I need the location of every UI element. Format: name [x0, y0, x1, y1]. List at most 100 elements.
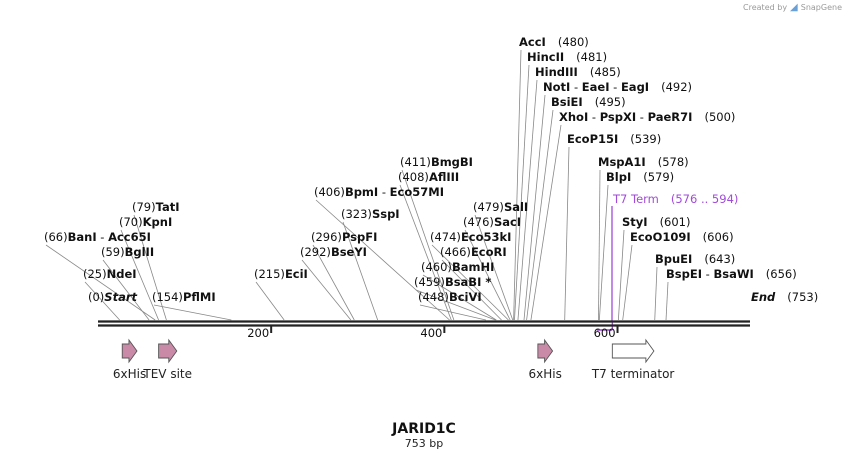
snapgene-logo-icon: ◢ — [790, 2, 798, 13]
name-separator: - — [570, 80, 581, 94]
site-label-mspa1i: MspA1I(578) — [598, 155, 689, 169]
site-position: (296) — [311, 230, 342, 244]
enzyme-name: Start — [104, 290, 137, 304]
site-leader-line — [45, 244, 156, 321]
site-leader-line — [513, 49, 522, 321]
feature-range-coords: (576 .. 594) — [671, 192, 739, 206]
site-label-styi: StyI(601) — [622, 215, 691, 229]
site-position: (448) — [418, 290, 449, 304]
site-label-bani: (66)BanI - Acc65I — [44, 230, 151, 244]
feature-arrow-6xhis — [537, 338, 554, 364]
site-leader-line — [133, 214, 167, 321]
name-separator: - — [702, 267, 713, 281]
site-lines — [45, 49, 669, 331]
site-label-acci: AccI (480) — [519, 35, 589, 49]
feature-label: TEV site — [142, 367, 192, 381]
enzyme-name: BmgBI — [431, 155, 473, 169]
name-separator: - — [609, 80, 620, 94]
snapgene-watermark: Created by ◢ SnapGene — [743, 2, 842, 13]
dna-backbone — [98, 320, 750, 327]
site-leader-line — [120, 229, 159, 321]
site-label-bglii: (59)BglII — [101, 245, 154, 259]
enzyme-name: PaeR7I — [648, 110, 693, 124]
site-label-bpuei: BpuEI (643) — [655, 252, 735, 266]
site-leader-line — [665, 281, 669, 321]
enzyme-name: AflIII — [429, 170, 459, 184]
site-leader-line — [464, 229, 511, 321]
name-separator: - — [378, 185, 389, 199]
site-position: (539) — [630, 132, 661, 146]
site-position: (480) — [558, 35, 589, 49]
enzyme-name: BsaWI — [713, 267, 753, 281]
site-position: (66) — [44, 230, 68, 244]
site-label-noti: NotI - EaeI - EagI(492) — [543, 80, 692, 94]
enzyme-name: SacI — [494, 215, 521, 229]
site-label-bseyi: (292)BseYI — [300, 245, 367, 259]
site-label-ecoo109i: EcoO109I(606) — [630, 230, 734, 244]
site-position: (292) — [300, 245, 331, 259]
site-label-xhoi: XhoI - PspXI - PaeR7I(500) — [559, 110, 735, 124]
site-position: (492) — [661, 80, 692, 94]
enzyme-name: BpmI — [345, 185, 378, 199]
feature-range-name: T7 Term — [612, 192, 659, 206]
enzyme-name: SspI — [372, 207, 400, 221]
site-leader-line — [419, 304, 486, 321]
enzyme-name: KpnI — [143, 215, 173, 229]
site-label-bmgbi: (411)BmgBI — [400, 155, 473, 169]
enzyme-name: EcoRI — [471, 245, 507, 259]
site-leader-line — [255, 281, 285, 321]
site-label-bsiei: BsiEI(495) — [551, 95, 626, 109]
site-leader-line — [315, 199, 450, 321]
site-position: (656) — [766, 267, 797, 281]
site-label-hincii: HincII(481) — [527, 50, 607, 64]
enzyme-name: BciVI — [449, 290, 482, 304]
site-leader-line — [617, 229, 625, 321]
site-label-saci: (476)SacI — [463, 215, 521, 229]
enzyme-name: AccI — [519, 35, 546, 49]
enzyme-name: BsaBI * — [445, 275, 491, 289]
site-leader-line — [422, 274, 497, 321]
site-position: (479) — [473, 200, 504, 214]
site-leader-line — [654, 266, 658, 321]
enzyme-name: EcoO109I — [630, 230, 691, 244]
site-position: (753) — [787, 290, 818, 304]
site-leader-line — [622, 244, 633, 321]
site-leader-line — [441, 259, 502, 321]
site-position: (406) — [314, 185, 345, 199]
enzyme-name: HindIII — [535, 65, 578, 79]
site-position: (643) — [704, 252, 735, 266]
site-position: (79) — [132, 200, 156, 214]
site-position: (215) — [254, 267, 285, 281]
enzyme-name: BamHI — [452, 260, 494, 274]
feature-label: T7 terminator — [591, 367, 675, 381]
site-leader-line — [312, 244, 355, 321]
site-label-blpi: BlpI(579) — [606, 170, 674, 184]
feature-label: 6xHis — [113, 367, 146, 381]
enzyme-name: BpuEI — [655, 252, 692, 266]
enzyme-name: End — [751, 290, 776, 304]
site-label-sspi: (323)SspI — [341, 207, 400, 221]
site-position: (485) — [590, 65, 621, 79]
feature-label: 6xHis — [529, 367, 562, 381]
enzyme-name: Acc65I — [108, 230, 151, 244]
enzyme-name: EciI — [285, 267, 308, 281]
enzyme-name: BanI — [68, 230, 97, 244]
site-position: (601) — [660, 215, 691, 229]
site-position: (408) — [398, 170, 429, 184]
enzyme-name: BlpI — [606, 170, 631, 184]
site-label-end: End (753) — [751, 290, 818, 304]
site-leader-line — [564, 146, 570, 321]
enzyme-name: BspEI — [666, 267, 702, 281]
site-leader-line — [401, 169, 455, 321]
feature-range-label: T7 Term (576 .. 594) — [612, 192, 738, 206]
site-label-ecori: (466)EcoRI — [440, 245, 507, 259]
name-separator: - — [588, 110, 599, 124]
enzyme-name: PspXI — [600, 110, 636, 124]
site-leader-line — [153, 304, 232, 321]
enzyme-name: MspA1I — [598, 155, 646, 169]
site-leader-line — [102, 259, 150, 321]
site-position: (500) — [704, 110, 735, 124]
site-leader-line — [598, 184, 609, 321]
